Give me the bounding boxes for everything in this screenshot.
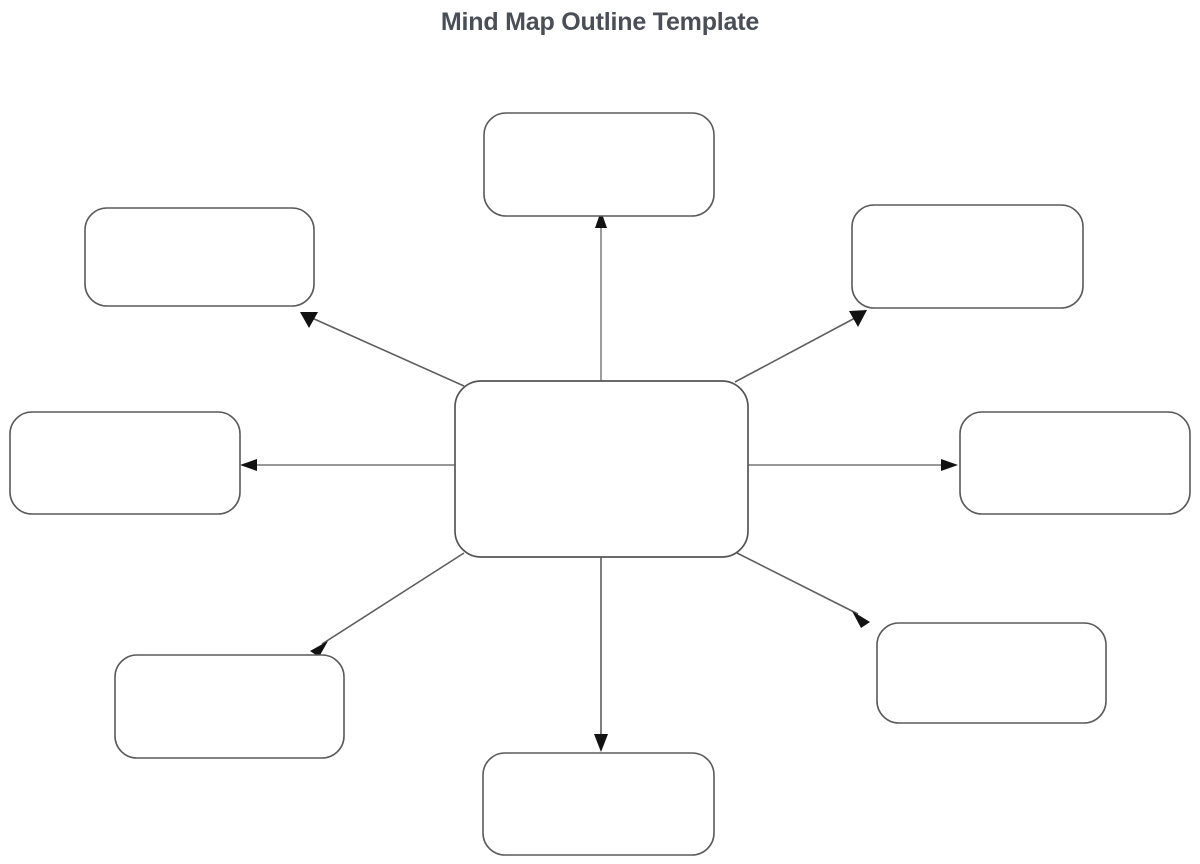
node-branch-bottom-left[interactable] [114, 654, 345, 759]
node-branch-bottom-right[interactable] [876, 622, 1107, 724]
connector-bottom-arrowhead [594, 734, 608, 752]
connector-top-right-line [734, 317, 856, 383]
node-central[interactable] [454, 380, 749, 558]
connector-bottom-right[interactable] [736, 552, 870, 628]
connector-top-right-arrowhead [849, 310, 867, 327]
connector-left-arrowhead [240, 459, 257, 471]
connector-bottom-right-arrowhead [852, 611, 870, 628]
node-branch-top-shape[interactable] [483, 112, 715, 217]
node-central-shape[interactable] [454, 380, 749, 558]
node-group [9, 112, 1191, 856]
connector-top-arrowhead [595, 211, 607, 228]
connector-bottom-left[interactable] [310, 552, 465, 657]
connector-left[interactable] [240, 459, 455, 471]
connector-top-left-arrowhead [300, 312, 318, 328]
node-branch-bottom[interactable] [482, 752, 715, 856]
connector-bottom[interactable] [594, 557, 608, 752]
connector-bottom-left-arrowhead [310, 641, 328, 657]
node-branch-top-left[interactable] [84, 207, 315, 307]
connector-top[interactable] [595, 211, 607, 381]
node-branch-right[interactable] [959, 411, 1191, 515]
node-branch-top-left-shape[interactable] [84, 207, 315, 307]
node-branch-top[interactable] [483, 112, 715, 217]
connector-top-left[interactable] [300, 312, 465, 387]
connector-right[interactable] [748, 459, 958, 471]
connector-group [240, 211, 958, 752]
connector-bottom-right-line [736, 552, 859, 615]
connector-bottom-left-line [321, 552, 465, 645]
connector-top-right[interactable] [734, 310, 867, 383]
connector-right-arrowhead [941, 459, 958, 471]
node-branch-right-shape[interactable] [959, 411, 1191, 515]
node-branch-top-right-shape[interactable] [851, 204, 1084, 309]
node-branch-bottom-shape[interactable] [482, 752, 715, 856]
page-title: Mind Map Outline Template [440, 8, 760, 36]
node-branch-left[interactable] [9, 411, 241, 515]
node-branch-bottom-right-shape[interactable] [876, 622, 1107, 724]
connector-top-left-line [311, 317, 465, 387]
node-branch-bottom-left-shape[interactable] [114, 654, 345, 759]
node-branch-top-right[interactable] [851, 204, 1084, 309]
node-branch-left-shape[interactable] [9, 411, 241, 515]
